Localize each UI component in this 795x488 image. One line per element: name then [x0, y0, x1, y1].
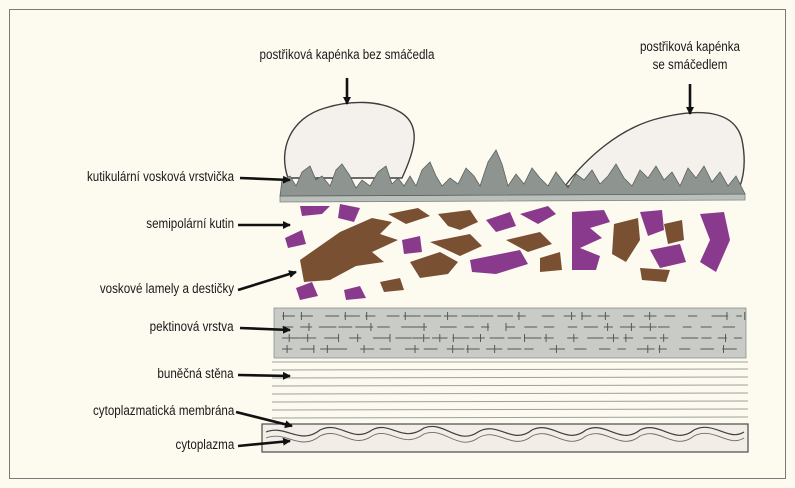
label-droplet-with-wetting-agent-line2: se smáčedlem [630, 56, 750, 74]
label-semipolar-cutin: semipolární kutin [146, 216, 234, 231]
cell-wall-layer [272, 362, 748, 418]
droplet-no-wetting-agent [285, 102, 415, 178]
arrow-cuticular-wax [240, 178, 290, 180]
label-wax-lamellae: voskové lamely a destičky [100, 281, 234, 296]
label-cuticular-wax: kutikulární vosková vrstvička [87, 169, 234, 184]
cutin-and-lamellae-layer [285, 204, 730, 300]
label-droplet-with-wetting-agent-line1: postřiková kapénka [630, 38, 750, 56]
label-cell-wall: buněčná stěna [158, 366, 234, 381]
label-cytoplasmic-membrane: cytoplazmatická membrána [93, 403, 234, 418]
arrow-wax-lamellae [238, 272, 296, 290]
label-droplet-with-wetting-agent: postřiková kapénka se smáčedlem [630, 38, 750, 74]
arrow-cell-wall [238, 375, 290, 376]
label-pectin-layer: pektinová vrstva [150, 319, 234, 334]
label-cytoplasm: cytoplazma [175, 437, 234, 452]
label-droplet-no-wetting-agent: postřiková kapénka bez smáčedla [258, 46, 437, 64]
